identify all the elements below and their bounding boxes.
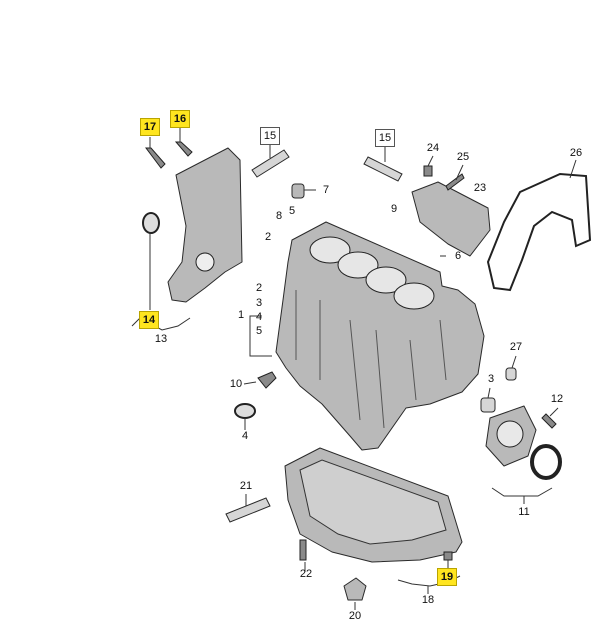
callout-4b[interactable]: 4 [241, 430, 249, 442]
callout-16[interactable]: 16 [170, 110, 190, 128]
block-ribs [295, 290, 447, 429]
callout-6[interactable]: 6 [454, 250, 462, 262]
cylinder-bore-2 [337, 251, 379, 279]
bolt-24 [423, 165, 433, 177]
callout-22[interactable]: 22 [299, 568, 313, 580]
part-3-sleeve [480, 397, 496, 413]
cylinder-bore-4 [393, 282, 435, 310]
part-27 [505, 367, 517, 381]
cylinder-bore-1 [309, 236, 351, 264]
cylinder-block [275, 221, 485, 451]
callout-10[interactable]: 10 [229, 378, 243, 390]
cylinder-bore-3 [365, 266, 407, 294]
callout-18[interactable]: 18 [421, 594, 435, 606]
callout-5a[interactable]: 5 [288, 205, 296, 217]
part-7 [291, 183, 305, 199]
callout-23[interactable]: 23 [473, 182, 487, 194]
callout-26[interactable]: 26 [569, 147, 583, 159]
rear-seal [530, 444, 562, 480]
callout-21[interactable]: 21 [239, 480, 253, 492]
flange-11-hole [496, 420, 524, 448]
callout-3b[interactable]: 3 [487, 373, 495, 385]
gasket-26 [486, 172, 592, 292]
sealant-tube-21 [225, 497, 271, 523]
bolt-12 [541, 413, 557, 429]
callout-25[interactable]: 25 [456, 151, 470, 163]
callout-20[interactable]: 20 [348, 610, 362, 622]
callout-12[interactable]: 12 [550, 393, 564, 405]
callout-4a[interactable]: 4 [255, 311, 263, 323]
drain-plug-20 [343, 577, 367, 601]
bolt-17 [145, 147, 166, 169]
callout-24[interactable]: 24 [426, 142, 440, 154]
callout-15a[interactable]: 15 [260, 127, 280, 145]
leader-lines [131, 126, 577, 610]
timing-cover-seal-hole [195, 252, 215, 272]
bolt-25 [445, 173, 465, 191]
callout-9[interactable]: 9 [390, 203, 398, 215]
sealant-tube-15-right [363, 156, 403, 182]
callout-17[interactable]: 17 [140, 118, 160, 136]
callout-1[interactable]: 1 [237, 309, 245, 321]
callout-7[interactable]: 7 [322, 184, 330, 196]
callout-15b[interactable]: 15 [375, 129, 395, 147]
callout-2a[interactable]: 2 [264, 231, 272, 243]
callout-19[interactable]: 19 [437, 568, 457, 586]
callout-3a[interactable]: 3 [255, 297, 263, 309]
oil-seal-14 [142, 212, 160, 234]
callout-14[interactable]: 14 [139, 311, 159, 329]
sensor-10 [257, 371, 277, 389]
sealant-tube-15-left [251, 149, 290, 178]
timing-cover [167, 147, 243, 303]
bolt-16 [174, 141, 193, 157]
callout-8[interactable]: 8 [275, 210, 283, 222]
callout-27[interactable]: 27 [509, 341, 523, 353]
bolt-19 [443, 551, 453, 561]
oil-pan-inner [299, 459, 447, 545]
bolt-22 [299, 539, 307, 561]
callout-5b[interactable]: 5 [255, 325, 263, 337]
callout-13[interactable]: 13 [154, 333, 168, 345]
callout-11[interactable]: 11 [518, 506, 530, 518]
seal-4 [234, 403, 256, 419]
callout-2b[interactable]: 2 [255, 282, 263, 294]
